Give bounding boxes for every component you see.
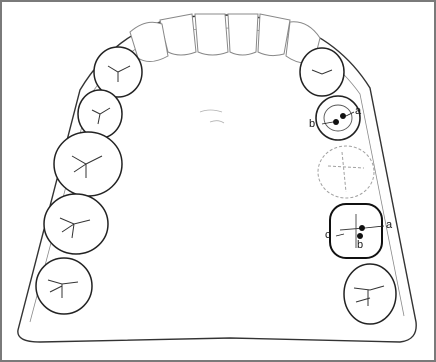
label-lower-c: c	[325, 230, 331, 241]
right-second-premolar	[316, 96, 360, 140]
right-first-premolar	[300, 48, 344, 96]
tooth-third-molar-left	[36, 258, 92, 314]
tooth-central-incisor-left	[195, 14, 228, 55]
label-lower-b: b	[357, 240, 363, 251]
right-third-molar	[344, 264, 396, 324]
right-second-molar	[330, 204, 382, 258]
tooth-lateral-incisor-right	[258, 14, 290, 56]
label-upper-a: a	[355, 106, 361, 117]
label-upper-b: b	[309, 119, 315, 130]
label-lower-a: a	[386, 220, 392, 231]
tooth-third-molar-right	[344, 264, 396, 324]
tooth-first-premolar-right	[300, 48, 344, 96]
tooth-second-premolar-right	[316, 96, 360, 140]
point-a-marker-lower	[359, 225, 365, 231]
point-b-marker-upper	[333, 119, 339, 125]
point-a-marker-upper	[340, 113, 346, 119]
tooth-first-molar-left	[54, 132, 122, 196]
tooth-central-incisor-right	[228, 14, 258, 55]
